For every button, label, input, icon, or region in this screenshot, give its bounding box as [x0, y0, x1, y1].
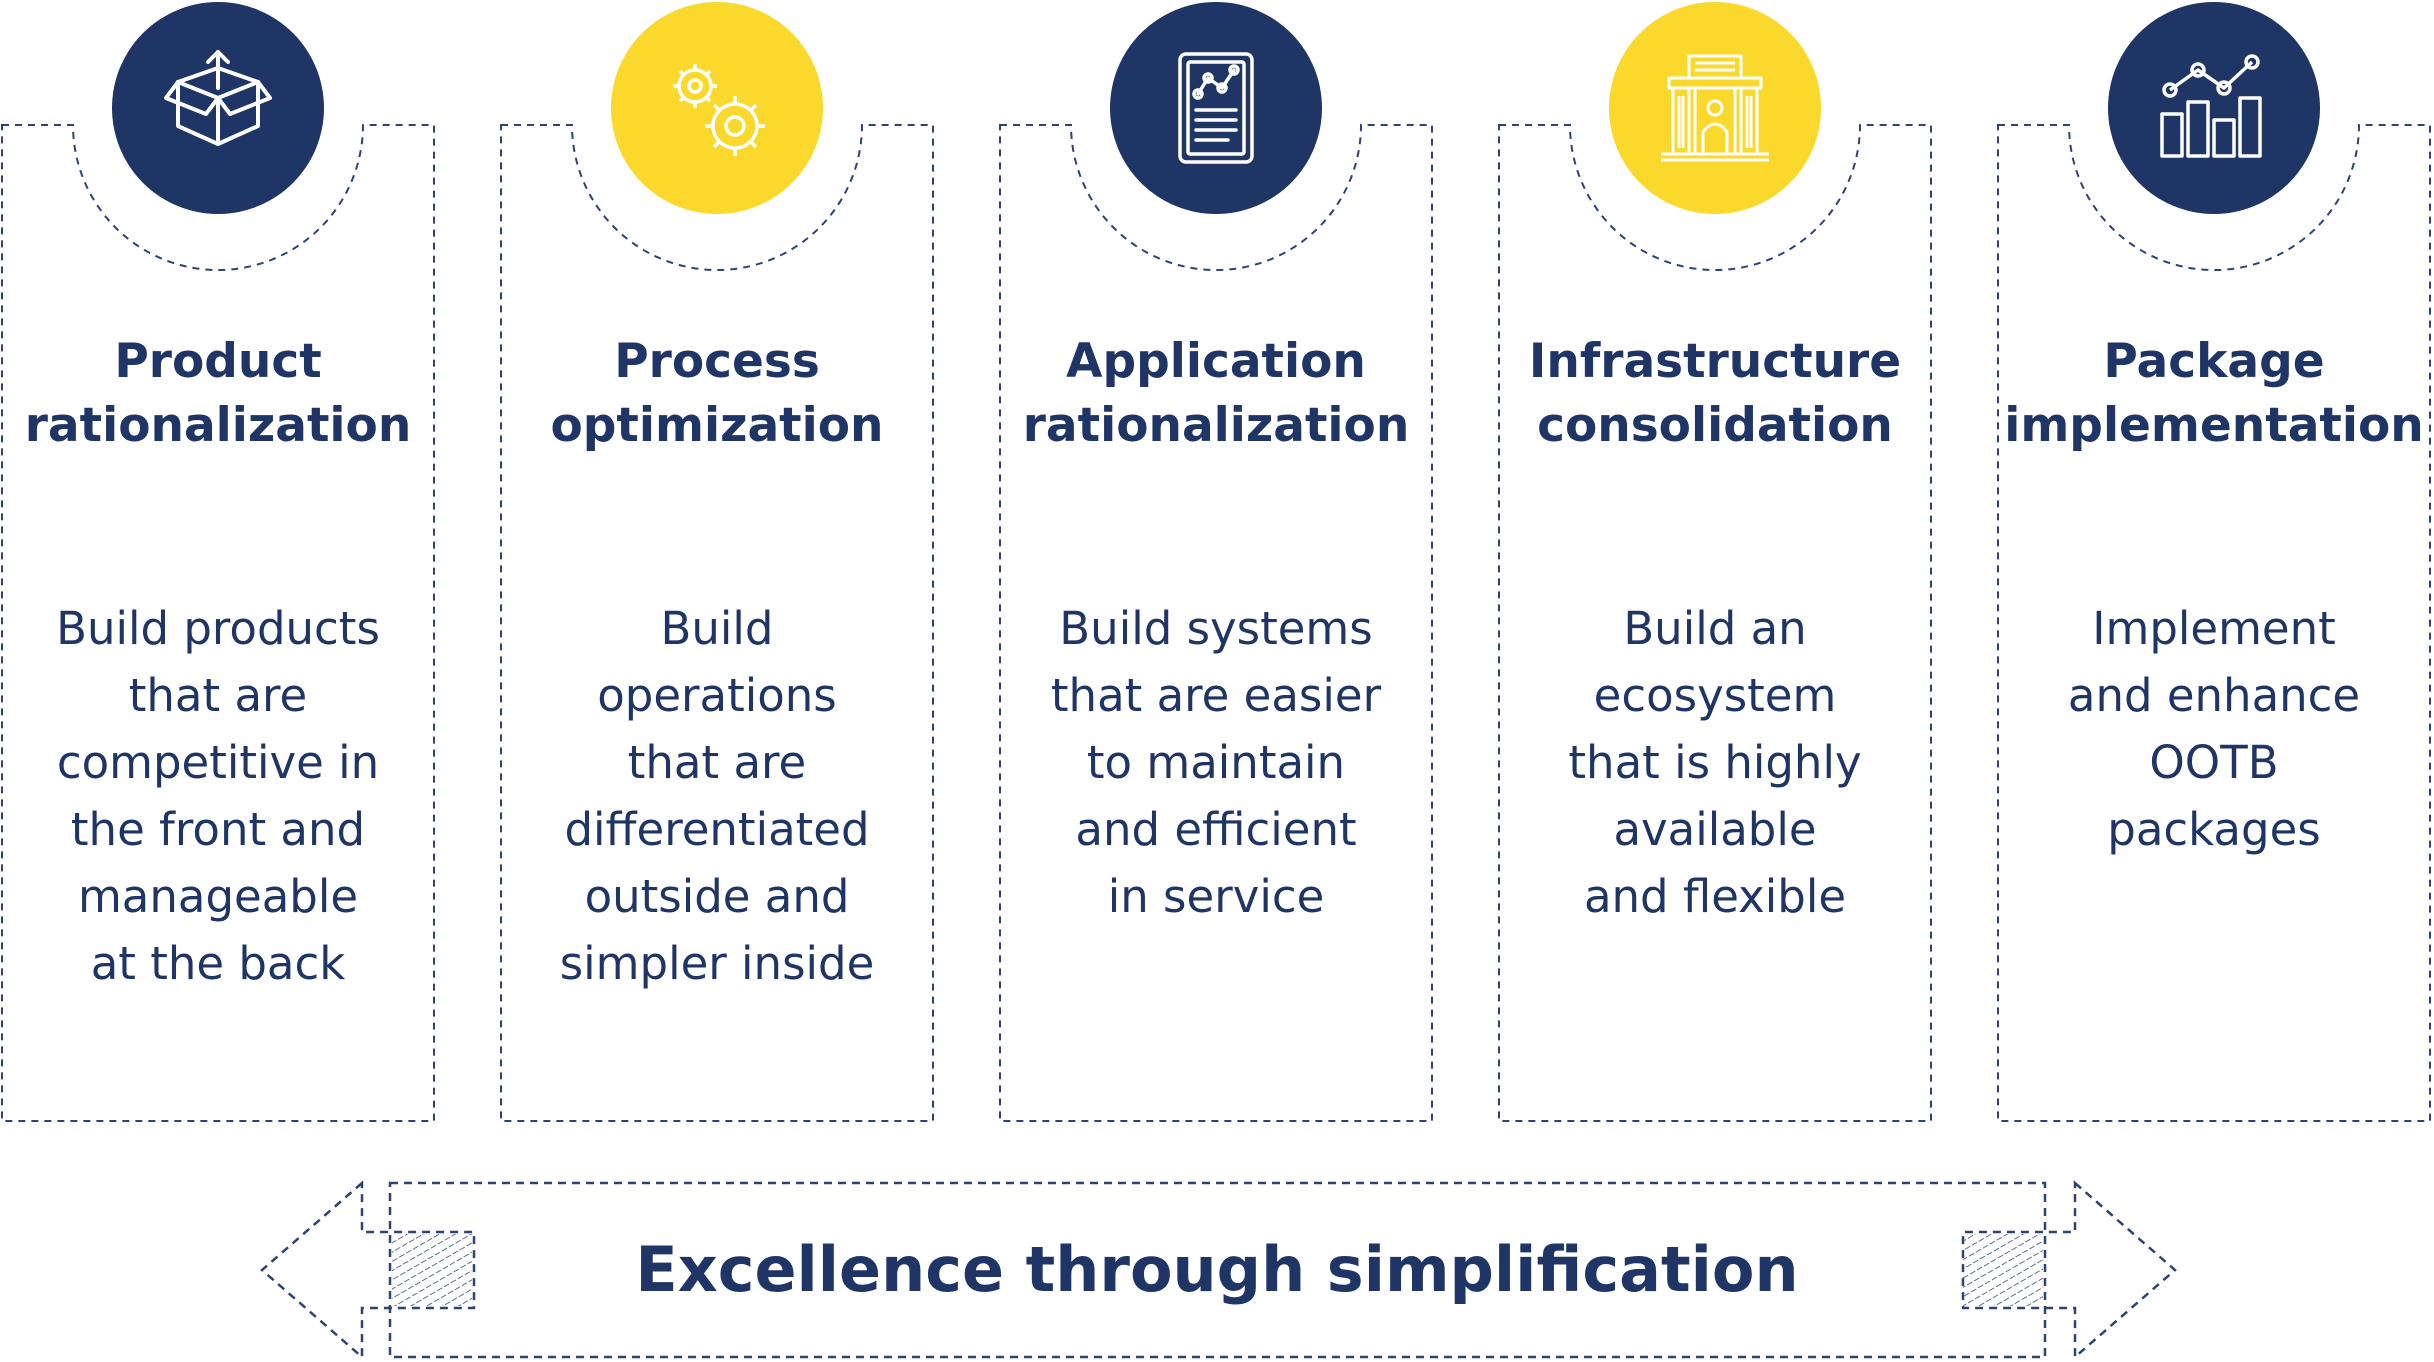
card-title: Infrastructure consolidation — [1528, 334, 1902, 453]
card-frame — [1498, 124, 1932, 1122]
gears-icon — [673, 64, 765, 156]
pillar-card-package: Package implementation Implement and enh… — [1996, 0, 2432, 1123]
pillar-card-application: Application rationalization Build system… — [998, 0, 1434, 1123]
right-arrow-icon — [1961, 1180, 2177, 1360]
card-description: Implement and enhance OOTB packages — [2067, 602, 2361, 856]
card-frame — [1997, 124, 2431, 1122]
card-description: Build operations that are differentiated… — [559, 602, 875, 990]
card-title: Process optimization — [550, 334, 884, 453]
pillar-card-process: Process optimization Build operations th… — [499, 0, 935, 1123]
pillar-card-infrastructure: Infrastructure consolidation Build an ec… — [1497, 0, 1933, 1123]
bar-chart-icon — [2160, 54, 2262, 158]
document-chart-icon — [1178, 52, 1254, 164]
box-arrow-icon — [164, 50, 272, 146]
card-description: Build products that are competitive in t… — [56, 602, 380, 990]
document-chart-icon-circle — [1110, 2, 1322, 214]
card-description: Build an ecosystem that is highly availa… — [1568, 602, 1862, 923]
double-arrow-banner — [260, 1180, 2177, 1360]
building-icon-circle — [1609, 2, 1821, 214]
gears-icon-circle — [611, 2, 823, 214]
building-icon — [1661, 54, 1769, 162]
left-arrow-icon — [260, 1180, 476, 1360]
card-description: Build systems that are easier to maintai… — [1050, 602, 1382, 923]
bar-chart-icon-circle — [2108, 2, 2320, 214]
box-arrow-icon-circle — [112, 2, 324, 214]
card-frame — [500, 124, 934, 1122]
card-title: Product rationalization — [24, 334, 412, 453]
card-frame — [1, 124, 435, 1122]
banner-title: Excellence through simplification — [635, 1233, 1799, 1306]
card-frame — [999, 124, 1433, 1122]
card-title: Package implementation — [2004, 334, 2424, 453]
pillar-card-product: Product rationalization Build products t… — [0, 0, 436, 1123]
card-title: Application rationalization — [1022, 334, 1410, 453]
